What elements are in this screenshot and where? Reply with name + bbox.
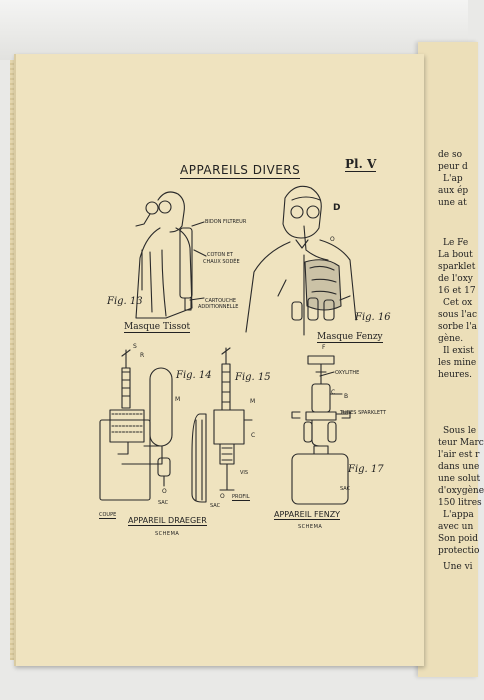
right-line: de so [438,150,462,160]
fig13-callout-2: COTON ET [207,252,233,258]
fig14-drawing [99,349,173,501]
fig13-callout-1: BIDON FILTREUR [205,219,247,225]
fig14-label: Fig. 14 [176,370,212,381]
fig14-callout-coupe: COUPE [99,512,117,519]
fig16-caption: Masque Fenzy [317,332,383,343]
fig14-letter-m: M [175,396,181,403]
fig17-callout-sac: SAC [340,486,351,492]
right-line: sous l'ac [438,310,478,320]
fig13-callout-5: ADDITIONNELLE [198,304,239,310]
fig14-callout-sac: SAC [158,500,169,506]
fig13-caption: Masque Tissot [124,322,191,333]
fig16-letter-d: D [333,203,341,213]
fig14-letter-s: S [133,343,137,350]
draeger-caption: APPAREIL DRAEGER [128,516,207,526]
fig17-letter-c: C [331,389,336,396]
fig16-letter-o: O [330,236,335,243]
right-line: sparklet [438,262,476,272]
right-line: Le Fe [443,238,469,248]
right-line: 16 et 17 [438,286,476,296]
right-line: l'air est r [438,450,480,460]
right-line: Cet ox [443,298,473,308]
right-line: sorbe l'a [438,322,478,332]
right-line: aux ép [438,186,469,196]
fenzy-sub: SCHEMA [298,524,323,530]
fig15-callout-profil: PROFIL [232,494,250,501]
plate-drawings [99,185,357,505]
fig13-callout-4: CARTOUCHE [205,298,237,304]
fig17-letter-b: B [344,393,349,400]
right-line: peur d [438,162,468,172]
draeger-sub: SCHEMA [155,531,180,537]
right-line: La bout [438,250,473,260]
page-stack-edge [10,60,16,660]
fig15-letter-c: C [251,432,256,439]
fig17-label: Fig. 17 [348,464,384,475]
right-line: 150 litres [438,498,482,508]
fig16-drawing [245,185,357,336]
left-page [14,54,424,666]
right-line: Il exist [443,346,474,356]
plate-title: APPAREILS DIVERS [180,163,301,179]
right-line: Une vi [443,562,473,572]
right-line: dans une [438,462,480,472]
right-line: protectio [438,546,480,556]
fig16-label: Fig. 16 [355,312,391,323]
fig13-callout-3: CHAUX SODÉE [203,259,240,265]
right-line: une at [438,198,467,208]
right-page [418,42,478,677]
fig14-letter-r: R [140,352,145,359]
right-line: Sous le [443,426,477,436]
fig15-letter-o: O [220,493,225,500]
fig13-label: Fig. 13 [107,296,143,307]
right-line: les mine [438,358,477,368]
right-line: gène. [438,334,464,344]
right-line: L'ap [443,174,463,184]
right-line: une solut [438,474,481,484]
background [0,0,468,60]
fig13-drawing [135,191,207,319]
fig15-label: Fig. 15 [235,372,271,383]
right-line: teur Marc [438,438,484,448]
fig15-callout-vis: VIS [240,470,249,476]
fig15-callout-sac: SAC [210,503,221,509]
right-line: de l'oxy [438,274,473,284]
fig17-callout-oxylithe: OXYLITHE [335,370,360,376]
right-line: avec un [438,522,474,532]
right-line: heures. [438,370,473,380]
fig17-callout-tubes: TUBES SPARKLETT [340,410,387,416]
fenzy-caption: APPAREIL FENZY [274,510,341,520]
fig17-drawing [291,355,351,505]
right-line: Son poid [438,534,479,544]
fig15-letter-m: M [250,398,256,405]
right-line: d'oxygène [438,486,484,496]
fig14-letter-o: O [162,488,167,495]
right-line: L'appa [443,510,474,520]
fig15-drawing [191,347,253,503]
fig17-letter-f: F [322,344,326,351]
plate-number: Pl. V [345,157,377,172]
